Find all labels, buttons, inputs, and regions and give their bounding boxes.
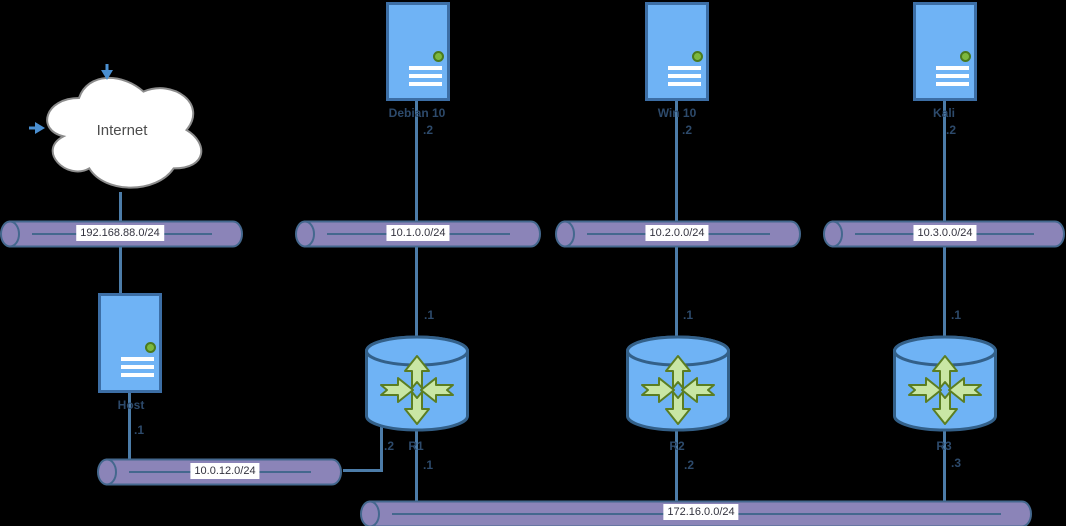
server-debian-iface: .2 xyxy=(422,123,434,137)
link-debian-r1 xyxy=(415,101,418,336)
router-r3-iface-down: .3 xyxy=(950,456,962,470)
network-lan3-label: 10.3.0.0/24 xyxy=(913,225,977,241)
router-r1-iface-down: .1 xyxy=(422,458,434,472)
server-vent-icon xyxy=(936,82,969,86)
internet-label: Internet xyxy=(96,122,148,139)
router-r3 xyxy=(893,335,997,432)
router-arrows-icon xyxy=(380,355,454,425)
server-kali-iface: .2 xyxy=(945,123,957,137)
internet-cloud xyxy=(46,77,203,189)
server-debian-label: Debian 10 xyxy=(388,106,446,120)
led-icon xyxy=(692,51,703,62)
link-r1-core xyxy=(415,431,418,513)
router-arrows-icon xyxy=(641,355,715,425)
link-kali-r3 xyxy=(943,101,946,336)
down-arrow-icon xyxy=(101,64,113,80)
led-icon xyxy=(433,51,444,62)
right-arrow-icon xyxy=(29,122,45,134)
network-lan2-label: 10.2.0.0/24 xyxy=(645,225,709,241)
network-p2p-label: 10.0.12.0/24 xyxy=(190,463,260,479)
router-r1-iface-up: .1 xyxy=(423,308,435,322)
link-p2p-r1-horizontal xyxy=(343,469,383,472)
router-r2-label: R2 xyxy=(669,439,685,453)
server-vent-icon xyxy=(121,357,154,361)
router-r1-label: R1 xyxy=(408,439,424,453)
server-kali-label: Kali xyxy=(932,106,956,120)
link-p2p-r1-vertical xyxy=(380,427,383,472)
server-vent-icon xyxy=(668,66,701,70)
router-r1-iface-left: .2 xyxy=(383,439,395,453)
router-r2-iface-up: .1 xyxy=(682,308,694,322)
link-r2-core xyxy=(675,431,678,513)
server-debian xyxy=(386,2,450,101)
link-win-r2 xyxy=(675,101,678,336)
server-host-iface: .1 xyxy=(133,423,145,437)
router-arrows-icon xyxy=(908,355,982,425)
router-r3-label: R3 xyxy=(936,439,952,453)
server-vent-icon xyxy=(409,82,442,86)
network-mgmt-label: 192.168.88.0/24 xyxy=(76,225,164,241)
server-win xyxy=(645,2,709,101)
link-r3-core xyxy=(943,431,946,513)
router-r1 xyxy=(365,335,469,432)
server-vent-icon xyxy=(936,66,969,70)
server-vent-icon xyxy=(121,365,154,369)
server-vent-icon xyxy=(409,66,442,70)
server-host xyxy=(98,293,162,393)
router-r2-iface-down: .2 xyxy=(683,458,695,472)
led-icon xyxy=(960,51,971,62)
network-lan1-label: 10.1.0.0/24 xyxy=(386,225,450,241)
led-icon xyxy=(145,342,156,353)
server-win-label: Win 10 xyxy=(657,106,697,120)
server-vent-icon xyxy=(668,74,701,78)
server-vent-icon xyxy=(121,373,154,377)
server-vent-icon xyxy=(668,82,701,86)
server-win-iface: .2 xyxy=(681,123,693,137)
server-kali xyxy=(913,2,977,101)
server-vent-icon xyxy=(409,74,442,78)
server-vent-icon xyxy=(936,74,969,78)
link-host-p2p xyxy=(128,392,131,474)
network-core-label: 172.16.0.0/24 xyxy=(663,504,739,520)
server-host-label: Host xyxy=(117,398,145,412)
router-r2 xyxy=(626,335,730,432)
router-r3-iface-up: .1 xyxy=(950,308,962,322)
